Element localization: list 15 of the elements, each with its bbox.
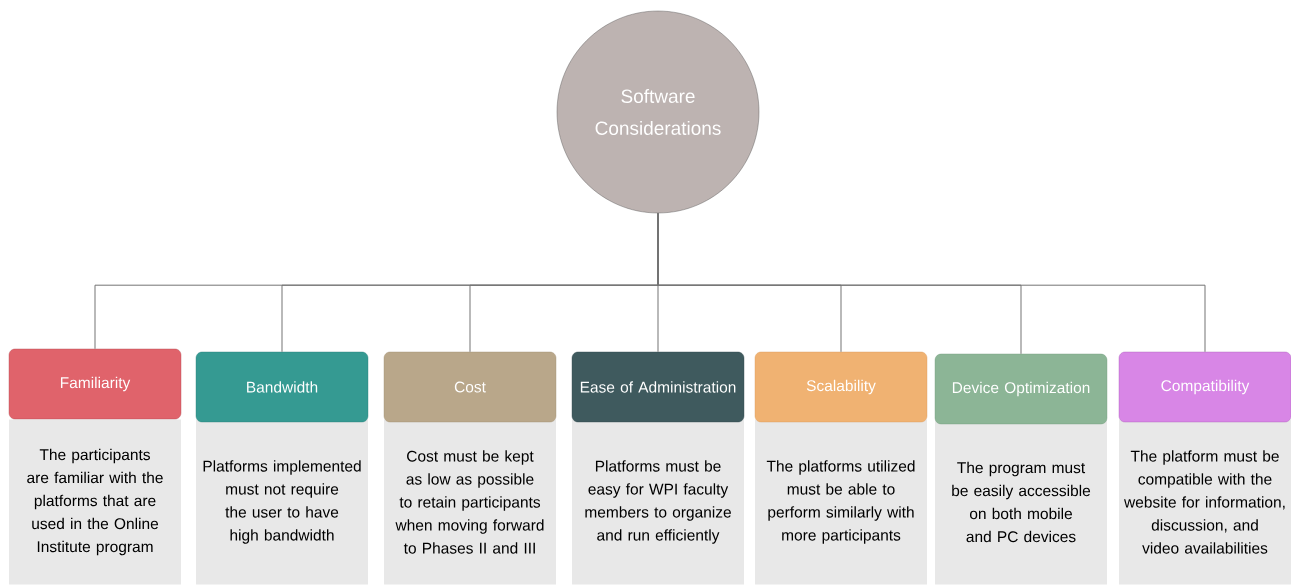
- description-box: The program must be easily accessible on both mobile and PC devices: [935, 419, 1107, 585]
- category-box: Scalability: [754, 351, 928, 423]
- category-box: Bandwidth: [195, 351, 369, 423]
- description-box: Cost must be kept as low as possible to retain participants when moving forward to Phases II and III: [384, 419, 556, 585]
- category-box: Cost: [383, 351, 557, 423]
- category-box: Familiarity: [8, 348, 182, 420]
- description-box: Platforms implemented must not require the user to have high bandwidth: [196, 419, 368, 585]
- description-box: Platforms must be easy for WPI faculty members to organize and run efficiently: [572, 419, 744, 585]
- connector-line: [657, 212, 1206, 353]
- description-box: The platforms utilized must be able to perform similarly with more participants: [755, 419, 927, 585]
- category-box: Device Optimization: [934, 353, 1108, 425]
- category-box: Compatibility: [1118, 351, 1291, 423]
- category-box: Ease of Administration: [571, 351, 745, 423]
- description-box: The platform must be compatible with the website for information, discussion, and video availabilities: [1119, 419, 1291, 585]
- description-box: The participants are familiar with the platforms that are used in the Online Institute program: [9, 419, 181, 585]
